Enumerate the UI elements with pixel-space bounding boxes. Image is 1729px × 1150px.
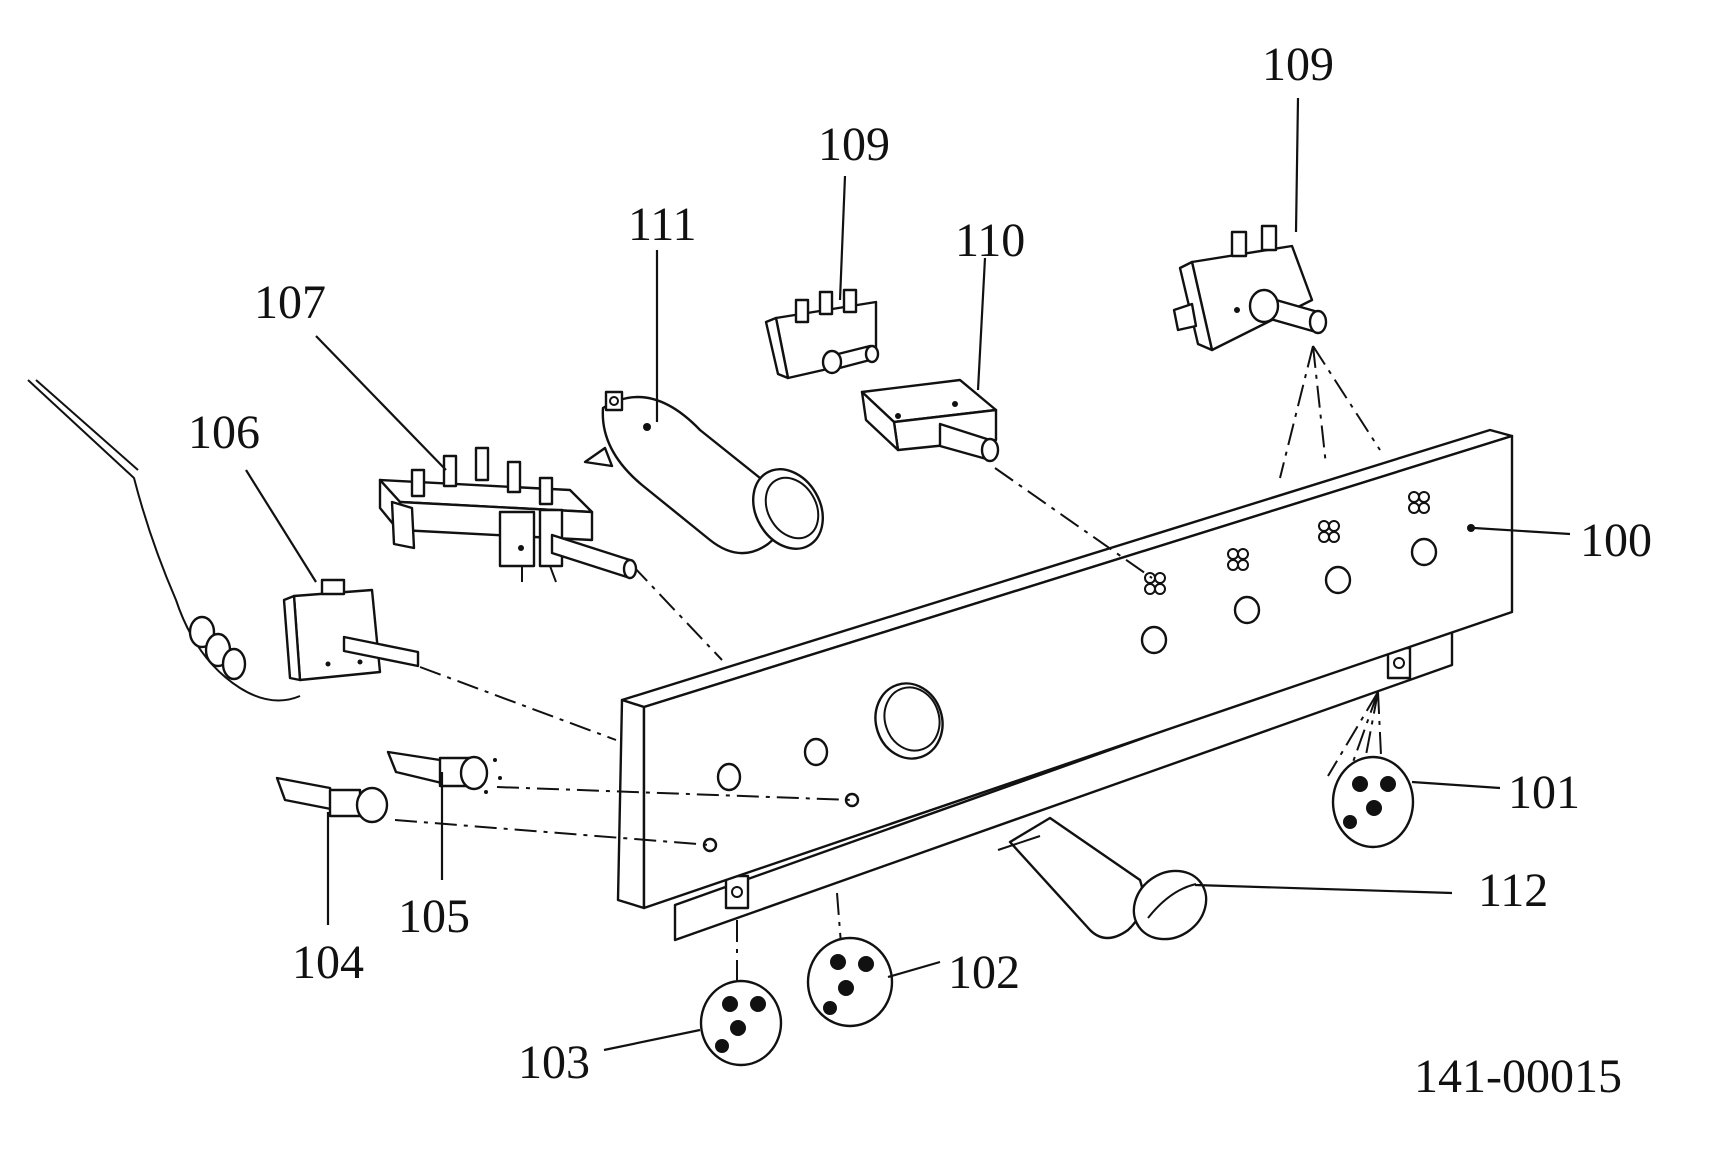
callout-105: 105	[398, 890, 470, 943]
callout-100: 100	[1580, 514, 1652, 567]
knob-101	[1331, 755, 1415, 849]
callout-109-left: 109	[818, 118, 890, 171]
lamp-housing-111	[583, 390, 824, 555]
indicator-lamp-104	[275, 776, 389, 824]
callout-111: 111	[628, 198, 696, 251]
callout-109-right: 109	[1262, 38, 1334, 91]
energy-regulator-109-left	[764, 288, 880, 380]
callout-106: 106	[188, 406, 260, 459]
leader-lines	[245, 97, 1571, 1052]
callout-110: 110	[955, 214, 1025, 267]
callout-103: 103	[518, 1036, 590, 1089]
callout-107: 107	[254, 276, 326, 329]
indicator-112	[997, 816, 1208, 941]
control-panel-100	[616, 428, 1514, 942]
callout-102: 102	[948, 946, 1020, 999]
callout-labels: 100 101 102 103 104 105 106 107 109 109 …	[188, 38, 1652, 1103]
screw-marks	[1144, 491, 1430, 595]
indicator-lamp-105	[386, 750, 502, 794]
callout-101: 101	[1508, 766, 1580, 819]
selector-switch-107	[378, 446, 638, 583]
switch-110	[860, 378, 1000, 463]
thermostat-106	[27, 379, 420, 702]
callout-104: 104	[292, 936, 364, 989]
knob-103	[699, 979, 783, 1067]
drawing-number: 141-00015	[1414, 1050, 1622, 1103]
callout-112: 112	[1478, 864, 1548, 917]
knob-102	[806, 936, 894, 1028]
energy-regulator-109-right	[1172, 224, 1328, 352]
